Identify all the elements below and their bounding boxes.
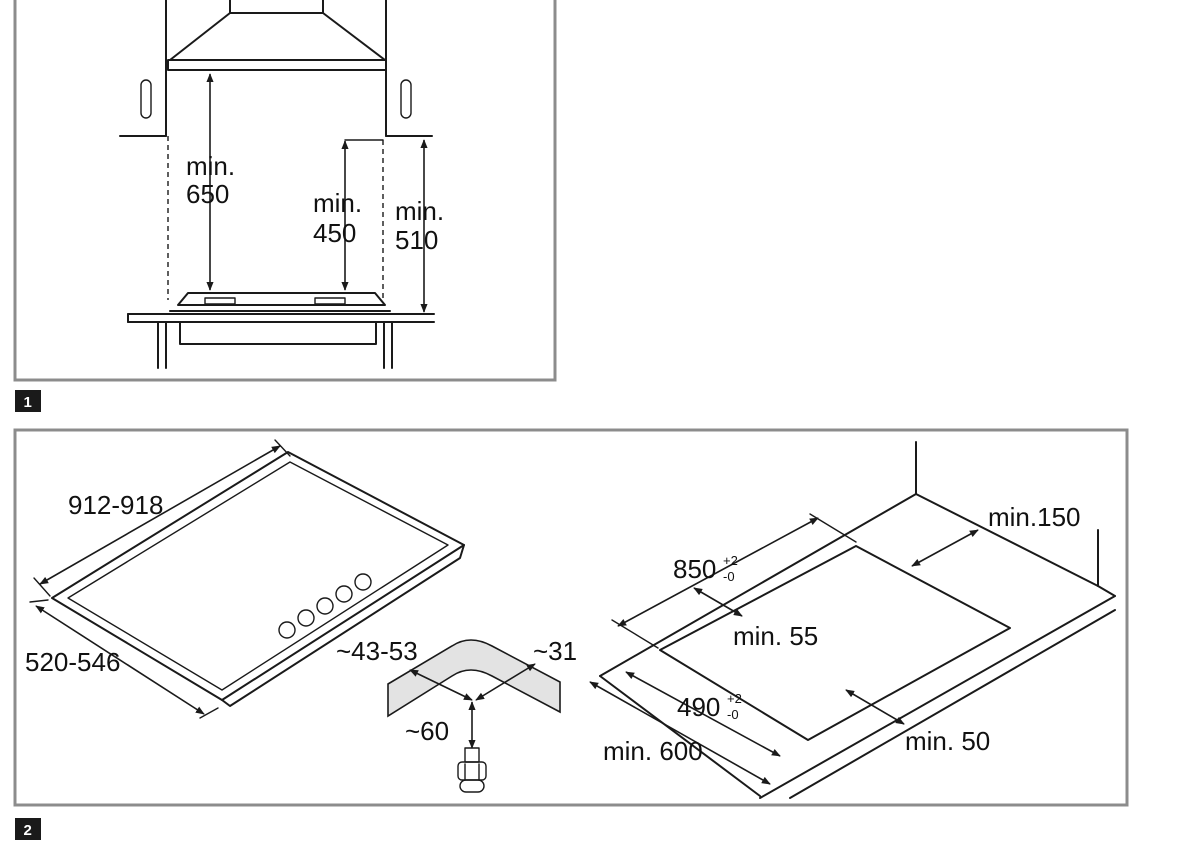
control-knob	[354, 573, 372, 591]
label-650-min: min.	[186, 151, 235, 181]
cooker-hood	[167, 0, 387, 71]
label-bracket-a: ~43-53	[336, 636, 418, 666]
dim-arrow-min600	[589, 681, 771, 785]
label-min-600: min. 600	[603, 736, 703, 766]
label-min-50: min. 50	[905, 726, 990, 756]
dim-arrow-912-918	[39, 445, 281, 585]
screw-icon	[464, 747, 480, 763]
hob-side-view	[127, 292, 435, 369]
label-650-value: 650	[186, 179, 229, 209]
dim-arrow-min50	[845, 689, 905, 725]
dim-arrow-min55	[693, 587, 743, 617]
label-450-min: min.	[313, 188, 362, 218]
svg-text:1: 1	[24, 394, 32, 411]
label-510-value: 510	[395, 225, 438, 255]
label-hob-depth: 520-546	[25, 647, 120, 677]
dim-arrow-min150	[911, 529, 979, 567]
label-450-value: 450	[313, 218, 356, 248]
label-cutout-depth-tol-minus: -0	[727, 707, 739, 722]
bracket-detail	[387, 639, 561, 793]
label-min-55: min. 55	[733, 621, 818, 651]
control-knob	[297, 609, 315, 627]
label-cutout-depth-tol-plus: +2	[727, 691, 742, 706]
label-cutout-width-tol-minus: -0	[723, 569, 735, 584]
figure-1: min. 650 min. 450 min. 510 1	[13, 0, 557, 412]
label-bracket-b: ~31	[533, 636, 577, 666]
label-hob-width: 912-918	[68, 490, 163, 520]
figure-1-badge: 1	[15, 390, 41, 412]
dim-arrow-520-546	[35, 605, 205, 715]
svg-text:2: 2	[24, 822, 32, 839]
label-cutout-depth: 490	[677, 692, 720, 722]
label-cutout-width: 850	[673, 554, 716, 584]
control-knob	[316, 597, 334, 615]
wall-cabinet-left	[119, 0, 167, 137]
label-bracket-c: ~60	[405, 716, 449, 746]
wall-cabinet-right	[385, 0, 433, 137]
figure-2-frame	[13, 428, 1129, 807]
label-cutout-width-tol-plus: +2	[723, 553, 738, 568]
figure-2: 912-918 520-546 ~43-53 ~31 ~60	[13, 428, 1129, 840]
control-knob	[278, 621, 296, 639]
figure-1-frame	[13, 0, 557, 382]
label-min-150: min.150	[988, 502, 1081, 532]
dim-arrow-850	[617, 517, 819, 627]
label-510-min: min.	[395, 196, 444, 226]
figure-2-badge: 2	[15, 818, 41, 840]
control-knob	[335, 585, 353, 603]
